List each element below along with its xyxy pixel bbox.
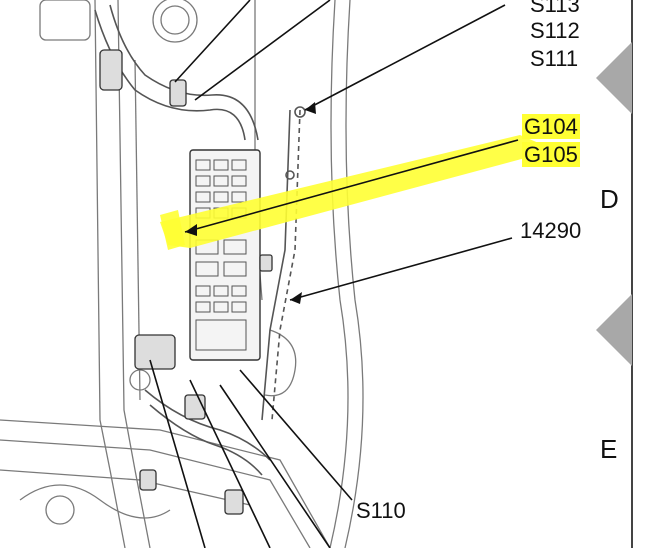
leader-s110-d [219, 384, 331, 548]
callout-g104: G104 [522, 114, 580, 139]
zone-letter-e: E [600, 434, 618, 464]
leader-s112 [194, 0, 331, 101]
callout-s110: S110 [356, 498, 406, 523]
callout-g105: G105 [522, 142, 580, 167]
zone-border [596, 0, 633, 548]
leader-arrowheads [185, 102, 316, 304]
callout-14290: 14290 [520, 218, 582, 243]
callout-s111: S111 [530, 46, 579, 71]
zone-divider-arrow-upper [596, 42, 632, 114]
fuse-box [189, 149, 261, 361]
leader-s113 [174, 0, 251, 83]
leader-s110-b [149, 359, 206, 548]
connectors [99, 49, 273, 515]
callout-s113: S113 [530, 0, 580, 17]
leader-g104 [184, 139, 519, 233]
leader-s110-a [239, 369, 353, 501]
leader-s110-c [189, 379, 271, 548]
highlight-strokes [160, 135, 555, 250]
leader-s111 [304, 4, 506, 111]
zone-letter-d: D [600, 184, 619, 214]
leader-14290 [289, 237, 513, 301]
zone-divider-arrow-lower [596, 294, 632, 366]
callout-s112: S112 [530, 18, 580, 43]
leader-lines [149, 0, 519, 548]
